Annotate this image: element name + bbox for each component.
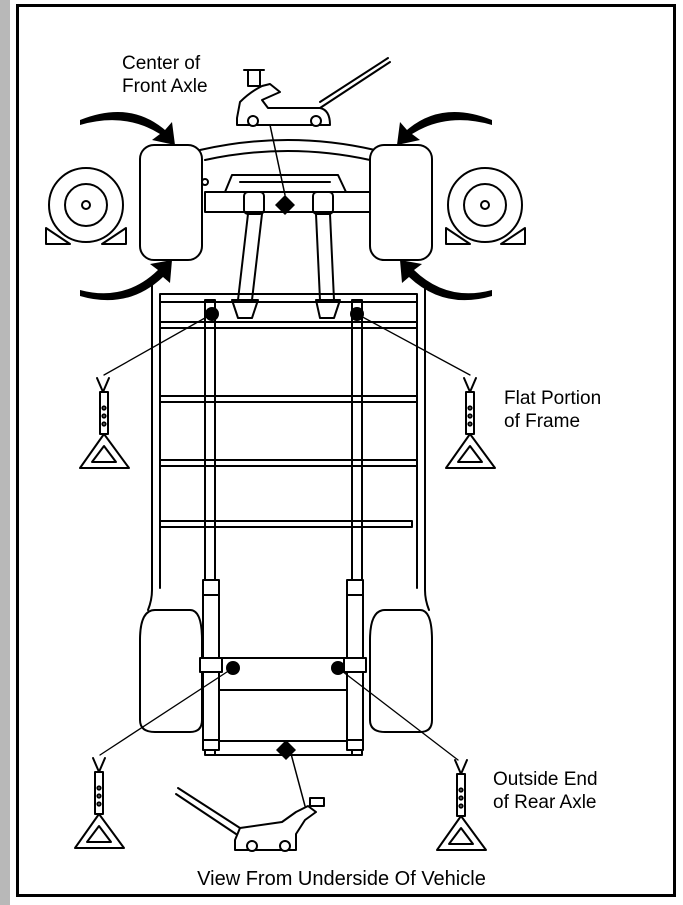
front-axle-label: Center of Front Axle xyxy=(122,53,208,97)
leader-lines xyxy=(99,313,471,761)
front-suspension xyxy=(201,174,371,319)
arrow-front-right-bottom xyxy=(400,260,492,301)
jack-stand-right-rear xyxy=(436,759,487,851)
jack-stand-points xyxy=(205,307,364,675)
right-chocked-wheel xyxy=(445,167,526,245)
front-axle-lift-point xyxy=(275,195,295,215)
left-chocked-wheel xyxy=(45,167,127,245)
rear-axle-lift-point xyxy=(276,740,296,760)
front-right-tire xyxy=(369,144,433,261)
diagram-caption: View From Underside Of Vehicle xyxy=(197,868,486,890)
front-floor-jack xyxy=(236,57,391,196)
rear-axle-brackets xyxy=(199,579,367,751)
arrow-front-left-bottom xyxy=(80,260,172,301)
rear-floor-jack xyxy=(175,749,325,852)
rear-left-tire xyxy=(139,609,203,733)
arrow-front-left-top xyxy=(80,112,175,145)
jack-lift-points xyxy=(275,195,296,760)
flat-frame-label: Flat Portion of Frame xyxy=(504,388,602,432)
arrow-front-right-top xyxy=(397,112,492,145)
front-left-tire xyxy=(139,144,203,261)
jack-stand-left-frame xyxy=(79,377,130,469)
jack-stand-left-rear xyxy=(74,757,125,849)
jack-stand-right-frame xyxy=(445,377,496,469)
rear-axle-label: Outside End of Rear Axle xyxy=(493,769,598,813)
page-side-bar xyxy=(0,0,10,905)
rear-right-tire xyxy=(369,609,433,733)
tire-arrows xyxy=(80,112,492,301)
